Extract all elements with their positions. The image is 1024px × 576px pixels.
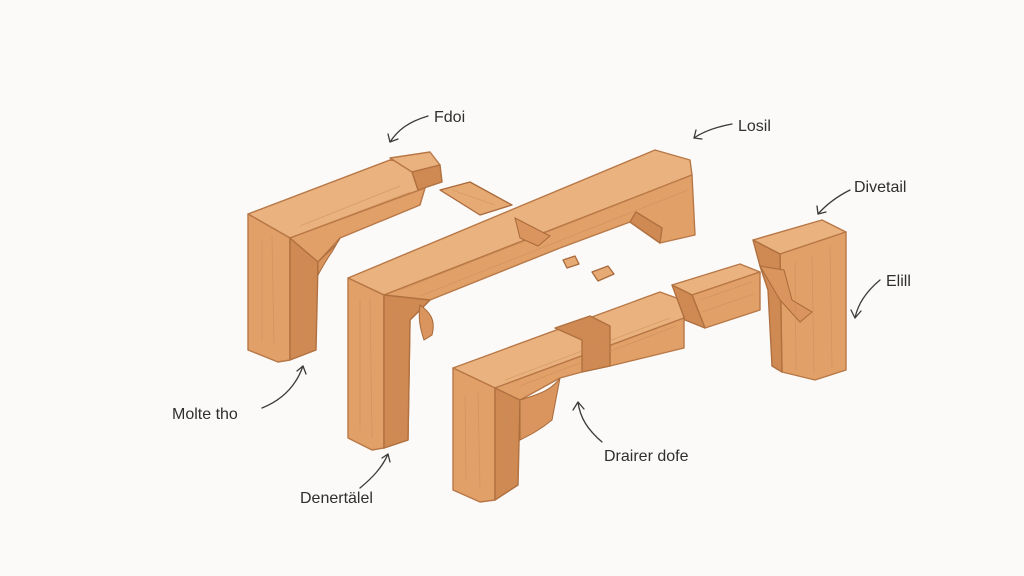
- leader-left: [261, 365, 304, 409]
- label-top-left: Fdoi: [434, 109, 465, 126]
- label-bottom-center: Drairer dofe: [604, 448, 689, 465]
- leader-bottom-left: [359, 453, 389, 489]
- leader-lines: [261, 115, 881, 489]
- arrowhead-bottom-left: [381, 453, 391, 463]
- arrowhead-top-left: [387, 133, 399, 143]
- label-top-right: Divetail: [854, 179, 906, 196]
- leader-top-center: [693, 123, 733, 139]
- label-bottom-left: Denertälel: [300, 490, 373, 507]
- arrowhead-left: [296, 365, 307, 375]
- label-top-center: Losil: [738, 118, 771, 135]
- arrowhead-top-center: [693, 129, 703, 140]
- wood-tenon-strip: [439, 181, 513, 216]
- wood-piece-left-corner: [247, 151, 443, 363]
- label-right: Elill: [886, 273, 911, 290]
- wood-small-blocks: [562, 255, 615, 282]
- leader-top-right: [817, 189, 851, 215]
- arrowhead-bottom-center: [572, 401, 585, 411]
- leader-right: [854, 279, 881, 319]
- leader-top-left: [389, 115, 429, 143]
- arrowhead-right: [850, 309, 862, 319]
- label-left: Molte tho: [172, 406, 238, 423]
- wood-loose-block: [671, 263, 761, 329]
- wood-piece-right-post: [752, 219, 847, 381]
- wood-piece-front-corner: [452, 291, 685, 503]
- labels: Fdoi Losil Divetail Elill Molte tho Dene…: [172, 109, 911, 507]
- leader-bottom-center: [577, 401, 603, 443]
- wood-piece-middle-beam: [347, 149, 696, 451]
- arrowhead-top-right: [816, 205, 827, 215]
